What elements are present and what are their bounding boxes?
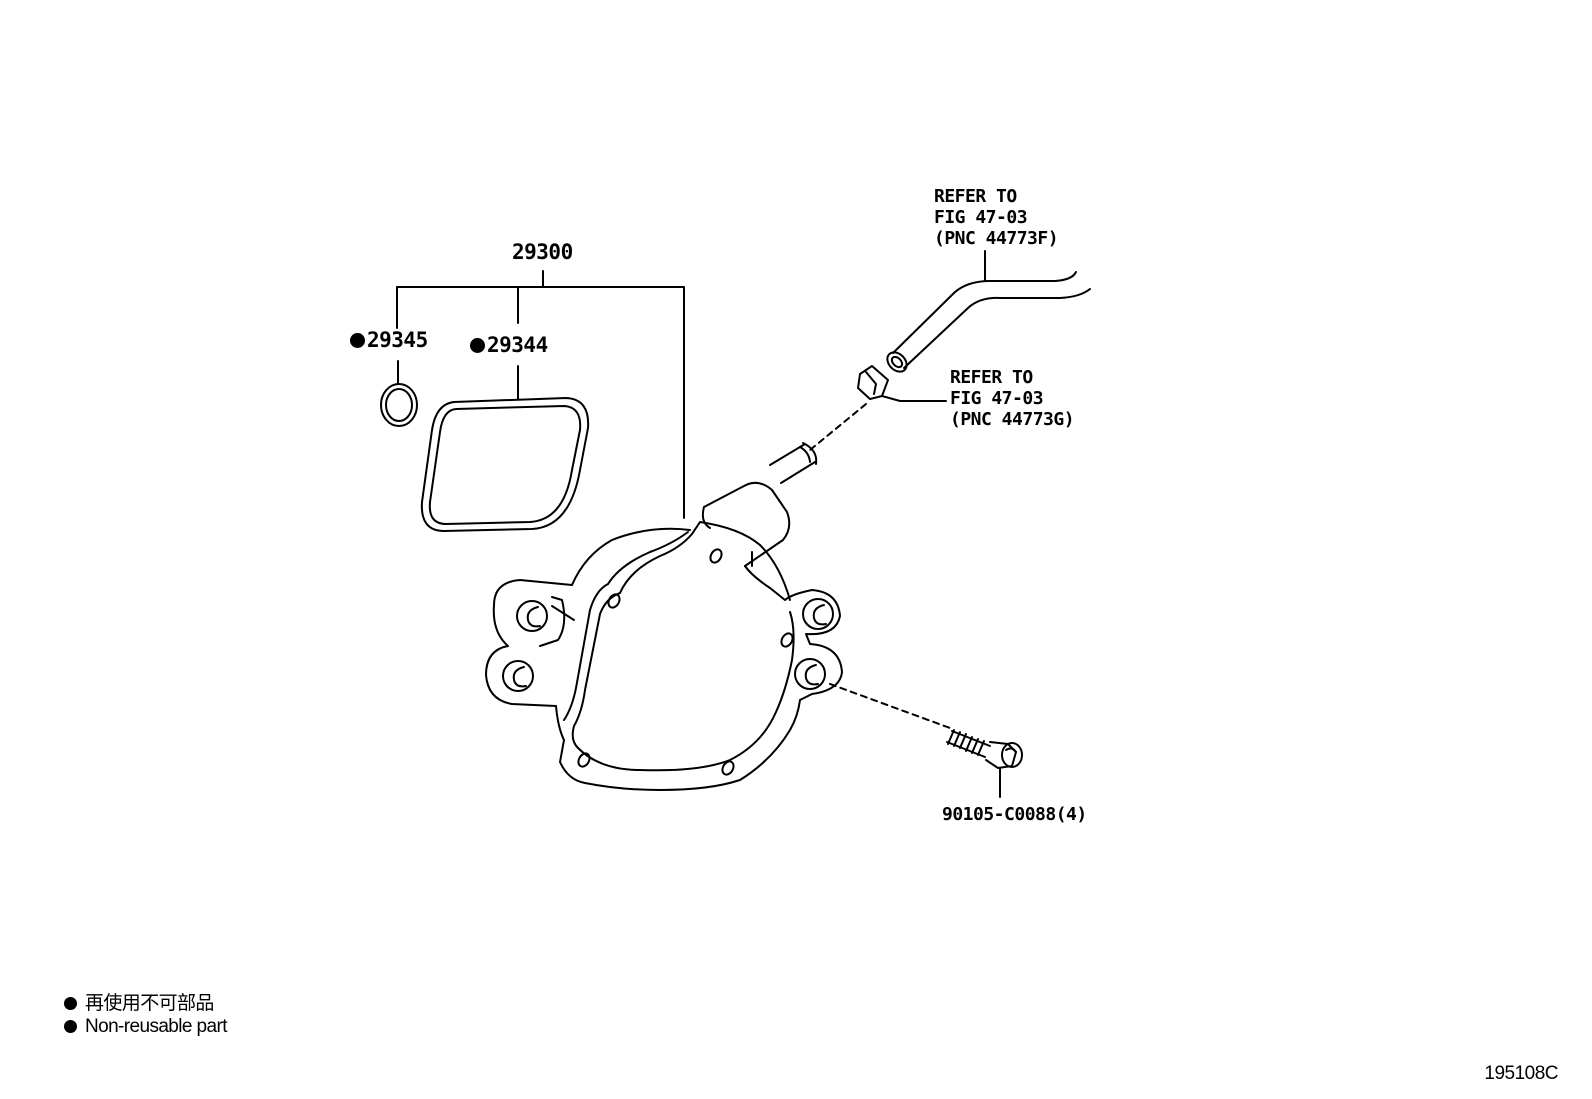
gasket-part-label: 29344 (470, 335, 548, 356)
bolt-part-number: 90105-C0088(4) (942, 804, 1087, 825)
legend-bullet-icon (64, 997, 77, 1010)
o-ring-part-number: 29345 (367, 328, 428, 352)
bolt (829, 683, 1023, 798)
gasket-part-number: 29344 (487, 333, 548, 357)
clip-ref-line2: FIG 47-03 (950, 388, 1044, 409)
legend-jp-text: 再使用不可部品 (85, 993, 214, 1014)
legend-en: Non-reusable part (64, 1016, 227, 1038)
clip-ref-line3: (PNC 44773G) (950, 409, 1075, 430)
non-reusable-bullet-icon (350, 333, 365, 348)
clip-ref-line1: REFER TO (950, 367, 1033, 388)
legend-bullet-icon (64, 1020, 77, 1033)
clip (809, 365, 947, 451)
hose-ref-line3: (PNC 44773F) (934, 228, 1059, 249)
figure-code: 195108C (1484, 1063, 1558, 1084)
assembly-part-number: 29300 (512, 240, 573, 264)
hose (886, 250, 1091, 373)
hose-ref-line2: FIG 47-03 (934, 207, 1028, 228)
o-ring-part-label: 29345 (350, 330, 428, 351)
o-ring-29345 (380, 360, 418, 427)
legend-en-text: Non-reusable part (85, 1016, 227, 1037)
vacuum-pump-body (485, 442, 843, 791)
hose-ref-line1: REFER TO (934, 186, 1017, 207)
hose-reference: REFER TO FIG 47-03 (PNC 44773F) (934, 186, 1059, 249)
legend-jp: 再使用不可部品 (64, 993, 214, 1015)
gasket-29344 (420, 365, 590, 532)
non-reusable-bullet-icon (470, 338, 485, 353)
clip-reference: REFER TO FIG 47-03 (PNC 44773G) (950, 367, 1075, 430)
assembly-bracket (396, 270, 685, 519)
